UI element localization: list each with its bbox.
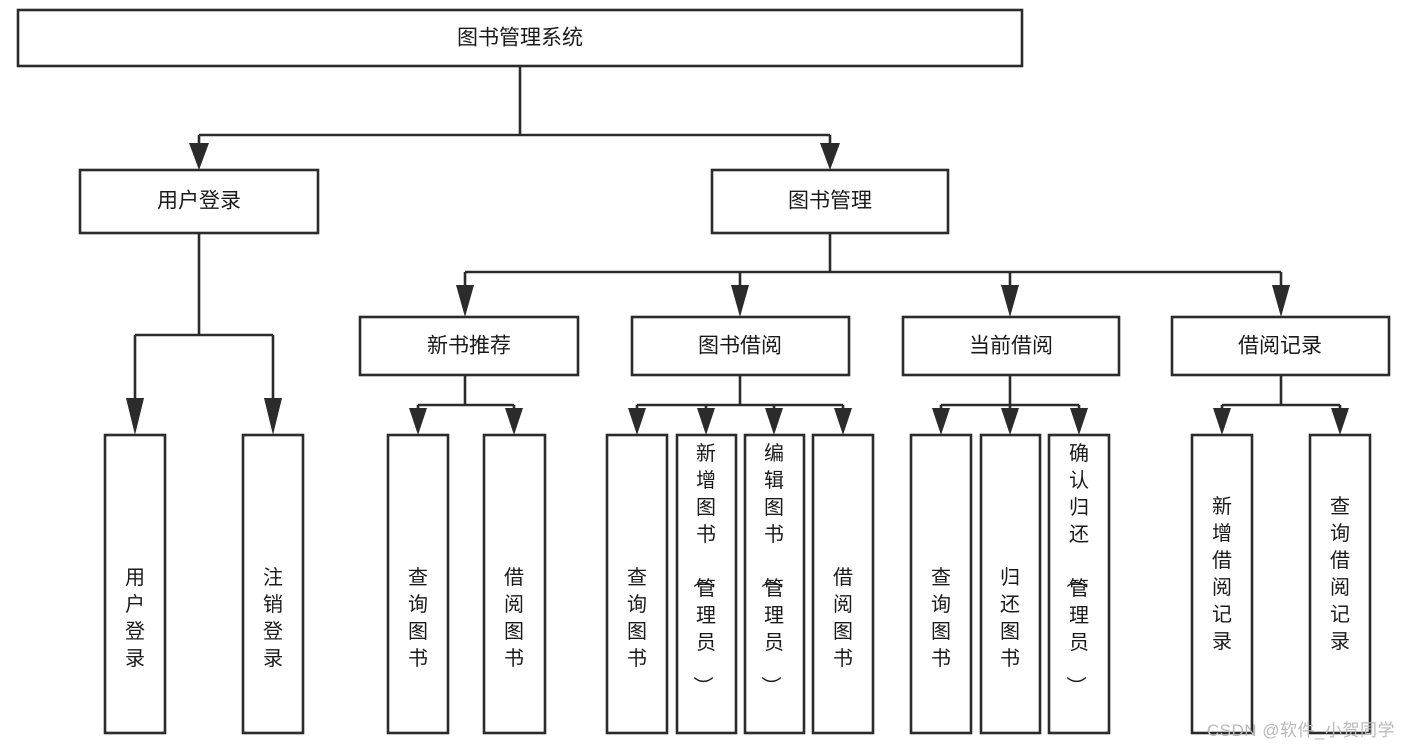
node-leaf-logout-box[interactable]	[241, 433, 305, 735]
node-leaf-query-book-2-box[interactable]	[605, 433, 669, 735]
node-borrow-record-label: 借阅记录	[1238, 335, 1322, 358]
node-leaf-confirm-return[interactable]: 确认归还（管理员）	[1047, 433, 1111, 735]
arrowhead-leaf-confirm-return	[1070, 408, 1088, 435]
node-leaf-edit-book-label: 编辑图书（管理员）	[759, 442, 784, 696]
node-leaf-query-book-2-label: 查询图书	[627, 566, 647, 670]
node-leaf-borrow-book-1[interactable]: 借阅图书	[482, 433, 547, 735]
connector-group-new-book-rec	[409, 375, 523, 435]
node-leaf-user-login-label: 用户登录	[125, 567, 145, 670]
node-leaf-query-book-2[interactable]: 查询图书	[605, 433, 669, 735]
node-leaf-add-record[interactable]: 新增借阅记录	[1190, 433, 1254, 735]
node-current-borrow[interactable]: 当前借阅	[901, 315, 1121, 377]
node-borrow-record-box[interactable]	[1170, 315, 1391, 377]
node-leaf-borrow-book-1-box[interactable]	[482, 433, 547, 735]
arrowhead-leaf-logout	[264, 398, 282, 435]
node-leaf-query-book-3-label: 查询图书	[931, 566, 951, 670]
node-leaf-logout-label: 注销登录	[263, 566, 283, 670]
arrowhead-new-book-rec	[456, 285, 474, 317]
arrowhead-leaf-add-record	[1213, 408, 1231, 435]
node-leaf-query-book-1[interactable]: 查询图书	[386, 433, 450, 735]
csdn-watermark: CSDN @软件_小贺同学	[1206, 721, 1395, 740]
node-leaf-add-record-box[interactable]	[1190, 433, 1254, 735]
node-leaf-borrow-book-2-label: 借阅图书	[833, 566, 853, 670]
node-book-manage-label: 图书管理	[788, 190, 872, 213]
node-root-box[interactable]	[16, 8, 1024, 68]
arrowhead-leaf-query-book-3	[932, 408, 950, 435]
node-leaf-borrow-book-1-label: 借阅图书	[504, 566, 524, 670]
node-leaf-query-record-box[interactable]	[1308, 433, 1372, 735]
node-leaf-user-login-box[interactable]	[103, 433, 167, 735]
node-leaf-add-book-box[interactable]	[675, 433, 738, 735]
node-root-label: 图书管理系统	[457, 27, 583, 50]
node-leaf-query-record[interactable]: 查询借阅记录	[1308, 433, 1372, 735]
node-leaf-add-book-label: 新增图书（管理员）	[691, 442, 716, 696]
node-leaf-add-record-label: 新增借阅记录	[1212, 495, 1232, 653]
node-new-book-rec[interactable]: 新书推荐	[358, 315, 580, 377]
node-book-borrow-box[interactable]	[630, 315, 851, 377]
node-borrow-record[interactable]: 借阅记录	[1170, 315, 1391, 377]
connector-group-borrow-record	[1213, 375, 1349, 435]
node-leaf-query-record-label: 查询借阅记录	[1330, 495, 1350, 653]
node-leaf-confirm-return-label: 确认归还（管理员）	[1064, 442, 1089, 696]
arrowhead-leaf-user-login	[126, 398, 144, 435]
connector-group-book-borrow	[628, 375, 852, 435]
node-leaf-query-book-3-box[interactable]	[909, 433, 973, 735]
node-leaf-return-book[interactable]: 归还图书	[979, 433, 1042, 735]
arrowhead-book-manage	[820, 143, 840, 170]
node-leaf-borrow-book-2-box[interactable]	[811, 433, 875, 735]
connector-group-root	[189, 66, 840, 170]
node-leaf-borrow-book-2[interactable]: 借阅图书	[811, 433, 875, 735]
node-leaf-query-book-1-box[interactable]	[386, 433, 450, 735]
node-book-manage[interactable]: 图书管理	[710, 168, 950, 235]
node-leaf-edit-book-box[interactable]	[743, 433, 806, 735]
node-current-borrow-label: 当前借阅	[969, 335, 1053, 358]
node-user-login[interactable]: 用户登录	[78, 168, 320, 235]
node-leaf-confirm-return-box[interactable]	[1047, 433, 1111, 735]
node-book-borrow[interactable]: 图书借阅	[630, 315, 851, 377]
arrowhead-leaf-query-book-1	[409, 408, 427, 435]
node-book-borrow-label: 图书借阅	[698, 335, 782, 358]
arrowhead-leaf-query-book-2	[628, 408, 646, 435]
node-user-login-label: 用户登录	[157, 190, 241, 213]
node-leaf-query-book-3[interactable]: 查询图书	[909, 433, 973, 735]
arrowhead-current-borrow	[1001, 285, 1019, 317]
node-user-login-box[interactable]	[78, 168, 320, 235]
node-leaf-logout[interactable]: 注销登录	[241, 433, 305, 735]
node-leaf-return-book-label: 归还图书	[1000, 566, 1020, 670]
arrowhead-leaf-add-book	[697, 408, 715, 435]
arrowhead-leaf-borrow-book-2	[834, 408, 852, 435]
node-leaf-edit-book[interactable]: 编辑图书（管理员）	[743, 433, 806, 735]
connector-group-book-manage	[456, 233, 1290, 317]
node-leaf-return-book-box[interactable]	[979, 433, 1042, 735]
arrowhead-leaf-query-record	[1331, 408, 1349, 435]
arrowhead-borrow-record	[1272, 285, 1290, 317]
node-new-book-rec-box[interactable]	[358, 315, 580, 377]
node-leaf-user-login[interactable]: 用户登录	[103, 433, 167, 735]
arrowhead-leaf-borrow-book-1	[505, 408, 523, 435]
node-leaf-query-book-1-label: 查询图书	[408, 566, 428, 670]
node-current-borrow-box[interactable]	[901, 315, 1121, 377]
arrowhead-leaf-edit-book	[765, 408, 783, 435]
arrowhead-user-login	[189, 143, 209, 170]
node-root[interactable]: 图书管理系统	[16, 8, 1024, 68]
connector-group-user-login	[126, 233, 282, 435]
node-new-book-rec-label: 新书推荐	[427, 335, 511, 358]
connector-group-current-borrow	[932, 375, 1088, 435]
arrowhead-book-borrow	[731, 285, 749, 317]
node-book-manage-box[interactable]	[710, 168, 950, 235]
arrowhead-leaf-return-book	[1001, 408, 1019, 435]
node-leaf-add-book[interactable]: 新增图书（管理员）	[675, 433, 738, 735]
